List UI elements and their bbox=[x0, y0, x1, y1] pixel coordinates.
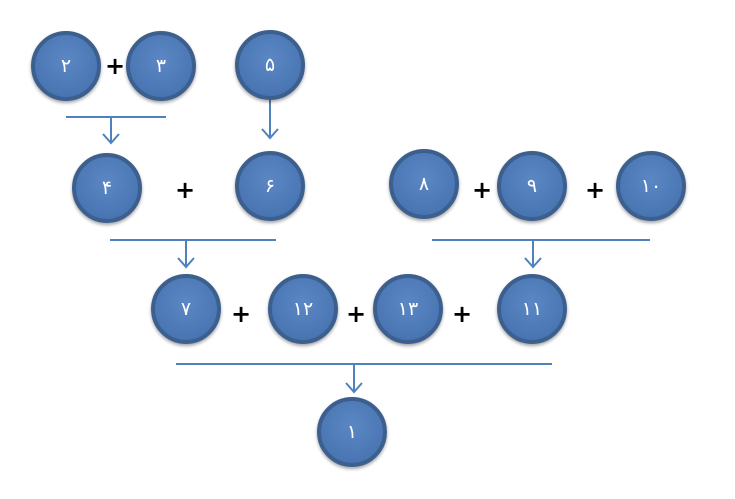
plus-sign: + bbox=[175, 176, 196, 204]
arrow-head-4-6 bbox=[177, 257, 195, 269]
node-12: ۱۲ bbox=[268, 274, 338, 344]
node-3: ۳ bbox=[126, 31, 196, 101]
plus-sign: + bbox=[231, 300, 252, 328]
node-11: ۱۱ bbox=[497, 274, 567, 344]
node-4: ۴ bbox=[72, 153, 142, 223]
arrow-head-7-12-13-11 bbox=[345, 382, 363, 394]
arrow-head-5 bbox=[261, 128, 279, 140]
node-6: ۶ bbox=[235, 151, 305, 221]
node-7: ۷ bbox=[151, 274, 221, 344]
node-10: ۱۰ bbox=[616, 151, 686, 221]
node-2: ۲ bbox=[31, 31, 101, 101]
node-8: ۸ bbox=[389, 149, 459, 219]
plus-sign: + bbox=[452, 300, 473, 328]
plus-sign: + bbox=[105, 52, 126, 80]
arrow-head-2-3 bbox=[102, 133, 120, 145]
node-1: ۱ bbox=[317, 397, 387, 467]
node-13: ۱۳ bbox=[373, 274, 443, 344]
plus-sign: + bbox=[472, 176, 493, 204]
arrow-head-8-9-10 bbox=[524, 257, 542, 269]
plus-sign: + bbox=[346, 300, 367, 328]
node-9: ۹ bbox=[497, 151, 567, 221]
plus-sign: + bbox=[585, 176, 606, 204]
node-5: ۵ bbox=[235, 30, 305, 100]
